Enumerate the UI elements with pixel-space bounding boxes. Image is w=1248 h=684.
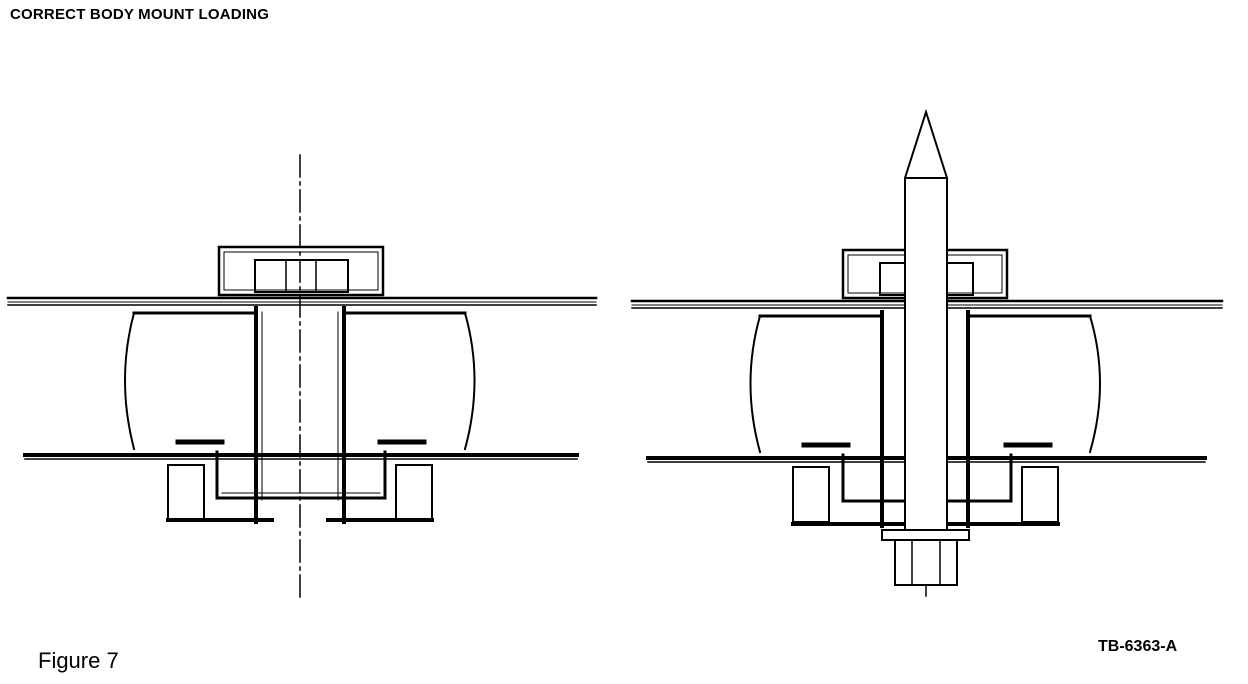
figure-caption: Figure 7 <box>38 648 119 673</box>
rubber-cushion-right <box>1088 314 1101 454</box>
bolt-head <box>894 539 958 586</box>
lower-retainer <box>215 450 387 500</box>
rubber-cushion-left <box>749 314 762 454</box>
rubber-cushion-left <box>124 311 136 451</box>
left-mount-view <box>6 154 598 603</box>
reference-code: TB-6363-A <box>1098 638 1178 655</box>
lower-cushion-left <box>167 464 205 521</box>
lower-cushion-left <box>792 466 830 523</box>
upper-retainer <box>217 245 385 297</box>
bolt-washer <box>881 529 970 541</box>
figure-title: CORRECT BODY MOUNT LOADING <box>10 6 270 23</box>
lower-cushion-right <box>395 464 433 521</box>
mount-bolt <box>881 108 970 597</box>
rubber-cushion-right <box>463 311 476 451</box>
lower-cushion-right <box>1021 466 1059 523</box>
right-mount-view <box>630 108 1224 597</box>
